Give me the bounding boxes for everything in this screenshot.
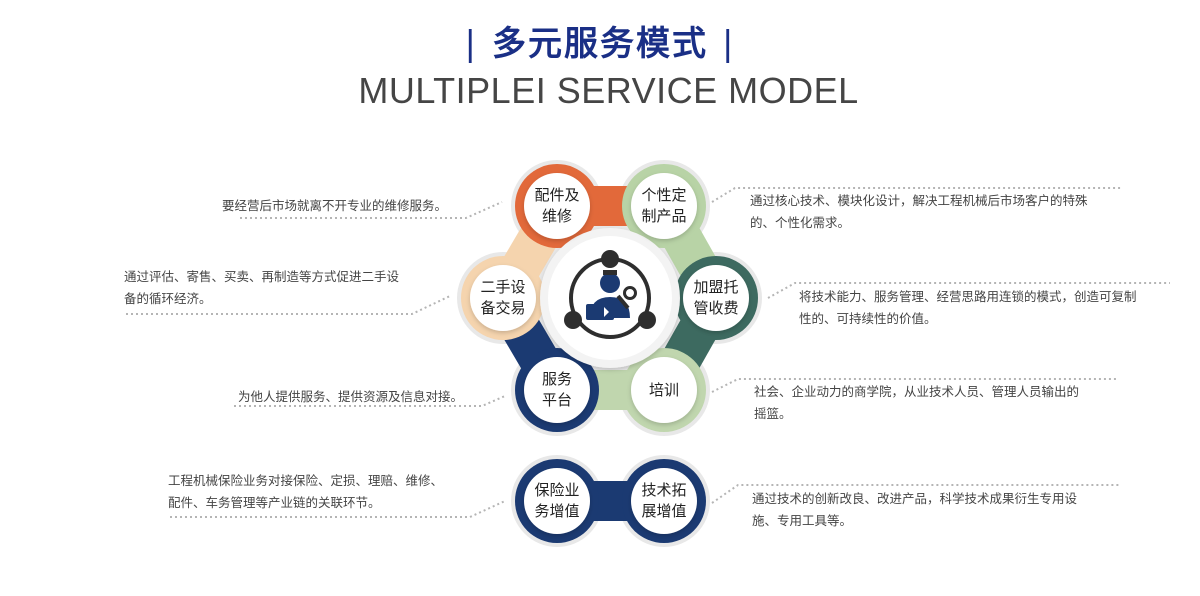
connector-lines <box>126 187 1170 518</box>
service-technician-wrench-icon <box>564 250 656 339</box>
connector-franchise <box>767 282 1170 299</box>
title-bar-right: | <box>722 24 736 64</box>
desc-tech-extension: 通过技术的创新改良、改进产品，科学技术成果衍生专用设 施、专用工具等。 <box>752 491 1078 528</box>
connector-insurance <box>170 500 506 518</box>
node-label-franchise: 加盟托 管收费 <box>693 278 739 317</box>
node-label-insurance: 保险业 务增值 <box>534 481 580 520</box>
connector-parts-repair <box>240 201 503 219</box>
title-text: 多元服务模式 <box>492 24 708 64</box>
page-subtitle: MULTIPLEI SERVICE MODEL <box>358 70 859 111</box>
node-label-parts-repair: 配件及 维修 <box>534 186 580 225</box>
node-label-training: 培训 <box>648 381 679 399</box>
desc-service-platform: 为他人提供服务、提供资源及信息对接。 <box>238 389 464 404</box>
connector-used-equipment <box>126 295 451 315</box>
desc-used-equipment: 通过评估、寄售、买卖、再制造等方式促进二手设 备的循环经济。 <box>124 269 400 306</box>
page-title: | 多元服务模式 | <box>0 16 1200 65</box>
node-label-custom-products: 个性定 制产品 <box>641 186 687 225</box>
desc-insurance: 工程机械保险业务对接保险、定损、理赔、维修、 配件、车务管理等产业链的关联环节。 <box>168 473 444 510</box>
node-label-tech-extension: 技术拓 展增值 <box>641 481 687 520</box>
node-label-service-platform: 服务 平台 <box>541 370 572 409</box>
desc-franchise: 将技术能力、服务管理、经营思路用连锁的模式，创造可复制 性的、可持续性的价值。 <box>799 289 1137 326</box>
desc-training: 社会、企业动力的商学院，从业技术人员、管理人员输出的 摇篮。 <box>754 384 1080 421</box>
bottom-pair <box>511 455 710 547</box>
connector-tech-extension <box>711 484 1120 504</box>
connector-custom-products <box>711 187 1123 203</box>
desc-parts-repair: 要经营后市场就离不开专业的维修服务。 <box>222 198 448 213</box>
desc-custom-products: 通过核心技术、模块化设计，解决工程机械后市场客户的特殊 的、个性化需求。 <box>750 193 1088 230</box>
node-label-used-equipment: 二手设 备交易 <box>480 278 526 317</box>
title-bar-left: | <box>464 24 478 64</box>
